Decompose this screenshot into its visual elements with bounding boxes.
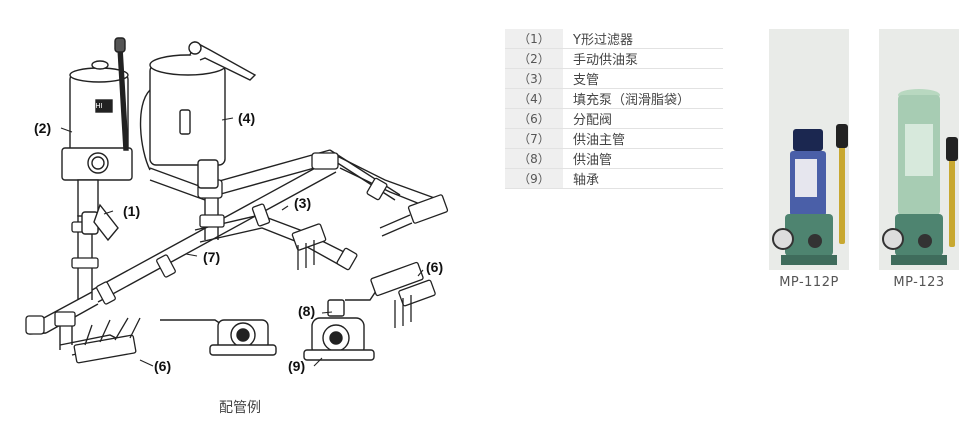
pump-badge: IHI: [93, 102, 102, 110]
legend-row: （9）轴承: [505, 168, 723, 189]
product-model-mp-112p: MP-112P: [779, 275, 839, 290]
callout-6-left: (6): [154, 358, 171, 374]
legend-row: （3）支管: [505, 68, 723, 89]
legend-number: （1）: [505, 29, 563, 49]
legend-row: （8）供油管: [505, 148, 723, 169]
legend-number: （3）: [505, 68, 563, 89]
legend-row: （2）手动供油泵: [505, 48, 723, 69]
legend-number: （6）: [505, 108, 563, 129]
legend-part-name: 供油管: [563, 148, 723, 169]
callout-2: (2): [34, 120, 51, 136]
legend-number: （8）: [505, 148, 563, 169]
legend-row: （6）分配阀: [505, 108, 723, 129]
legend-row: （4）填充泵（润滑脂袋）: [505, 88, 723, 109]
legend-number: （2）: [505, 48, 563, 69]
legend-part-name: Y形过滤器: [563, 29, 723, 49]
callout-9: (9): [288, 358, 305, 374]
legend-part-name: 手动供油泵: [563, 48, 723, 69]
legend-part-name: 支管: [563, 68, 723, 89]
piping-diagram: IHI: [25, 37, 449, 374]
legend-row: （1）Y形过滤器: [505, 29, 723, 49]
legend-number: （7）: [505, 128, 563, 149]
callout-7: (7): [203, 249, 220, 265]
callout-3: (3): [294, 195, 311, 211]
callout-8: (8): [298, 303, 315, 319]
legend-part-name: 轴承: [563, 168, 723, 189]
diagram-caption: 配管例: [219, 400, 261, 416]
product-model-mp-123: MP-123: [893, 275, 945, 290]
product-photo-mp-123: [879, 29, 959, 270]
legend-row: （7）供油主管: [505, 128, 723, 149]
product-photo-mp-112p: [769, 29, 849, 270]
parts-legend-table: （1）Y形过滤器（2）手动供油泵（3）支管（4）填充泵（润滑脂袋）（6）分配阀（…: [505, 29, 723, 189]
legend-part-name: 供油主管: [563, 128, 723, 149]
callout-4: (4): [238, 110, 255, 126]
legend-part-name: 分配阀: [563, 108, 723, 129]
legend-number: （4）: [505, 88, 563, 109]
legend-part-name: 填充泵（润滑脂袋）: [563, 88, 723, 109]
legend-number: （9）: [505, 168, 563, 189]
callout-1: (1): [123, 203, 140, 219]
callout-6-right: (6): [426, 259, 443, 275]
